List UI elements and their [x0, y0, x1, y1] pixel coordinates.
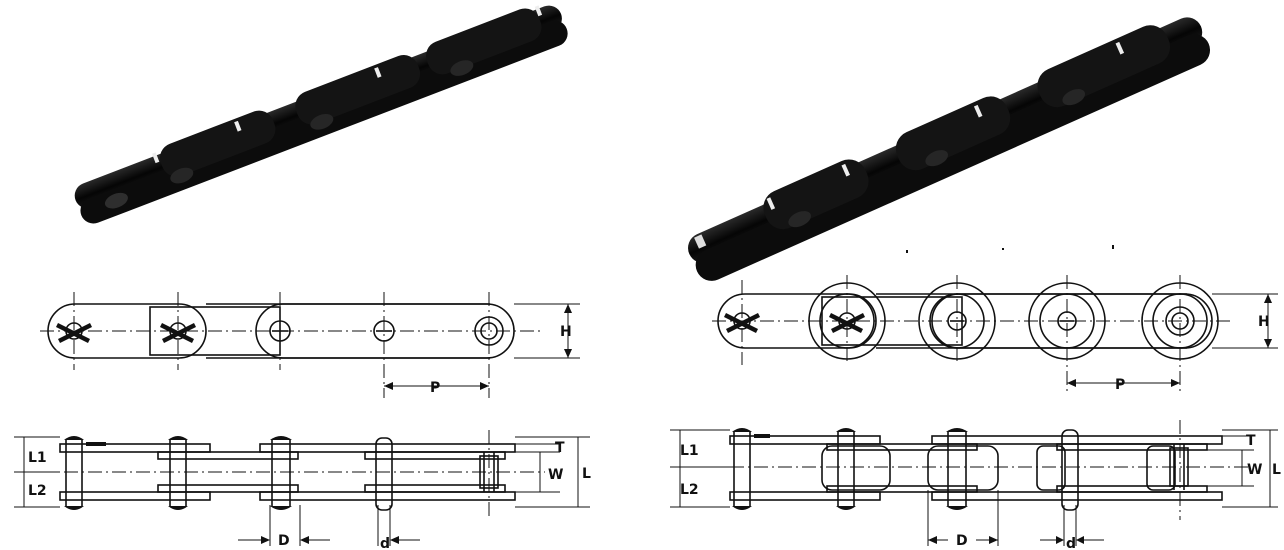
bush-chain-diagram: H P	[14, 5, 591, 550]
l2-label: L2	[28, 483, 47, 499]
thickness-label: T	[555, 440, 565, 456]
roller-pitch-label: P	[1115, 377, 1125, 393]
roller-width-label: W	[1247, 462, 1262, 478]
roller-l2-label: L2	[680, 482, 699, 498]
pitch-label: P	[430, 380, 440, 396]
bush-chain-side-view	[40, 292, 580, 398]
roller-diameter-label: D	[956, 533, 968, 549]
roller-height-label: H	[1258, 314, 1270, 330]
width-label: W	[548, 467, 563, 483]
bush-chain-panel: H P	[14, 5, 591, 550]
roller-l1-label: L1	[680, 443, 699, 459]
roller-chain-top-view	[670, 420, 1278, 546]
bush-diameter-label: D	[278, 533, 290, 549]
roller-chain-diagram: H P	[670, 17, 1281, 550]
roller-chain-panel: H P	[642, 0, 1284, 550]
height-label: H	[560, 324, 572, 340]
l1-label: L1	[28, 450, 47, 466]
roller-chain-photo	[688, 17, 1211, 281]
scan-specks	[906, 245, 1114, 253]
roller-chain-side-view	[712, 275, 1278, 392]
bush-chain-top-view	[14, 430, 590, 546]
bush-chain-photo	[74, 5, 568, 224]
roller-total-length-label: L	[1272, 462, 1281, 478]
roller-pin-diameter-label: d	[1066, 536, 1076, 550]
roller-thickness-label: T	[1246, 433, 1256, 449]
total-length-label: L	[582, 466, 591, 482]
pin-diameter-label: d	[380, 536, 390, 550]
